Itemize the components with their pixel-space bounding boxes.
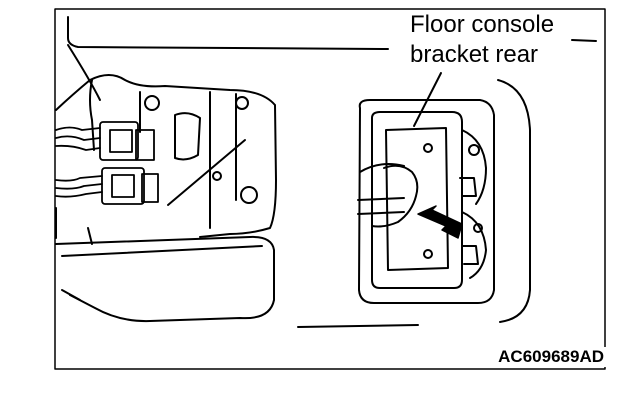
figure-frame <box>54 8 606 370</box>
figure-code: AC609689AD <box>496 347 606 367</box>
right-panel-edge <box>497 79 531 323</box>
callout-label: Floor console bracket rear <box>407 10 558 70</box>
floor-console-left-part <box>55 74 277 323</box>
direction-arrow <box>417 205 463 239</box>
harness-connectors <box>55 121 159 205</box>
bracket-rear <box>357 99 495 304</box>
upper-panel-lines <box>67 16 597 101</box>
callout-line-2: bracket rear <box>410 41 539 68</box>
callout-leader-line <box>413 72 442 127</box>
floor-line <box>297 324 419 328</box>
callout-line-1: Floor console <box>410 11 555 38</box>
